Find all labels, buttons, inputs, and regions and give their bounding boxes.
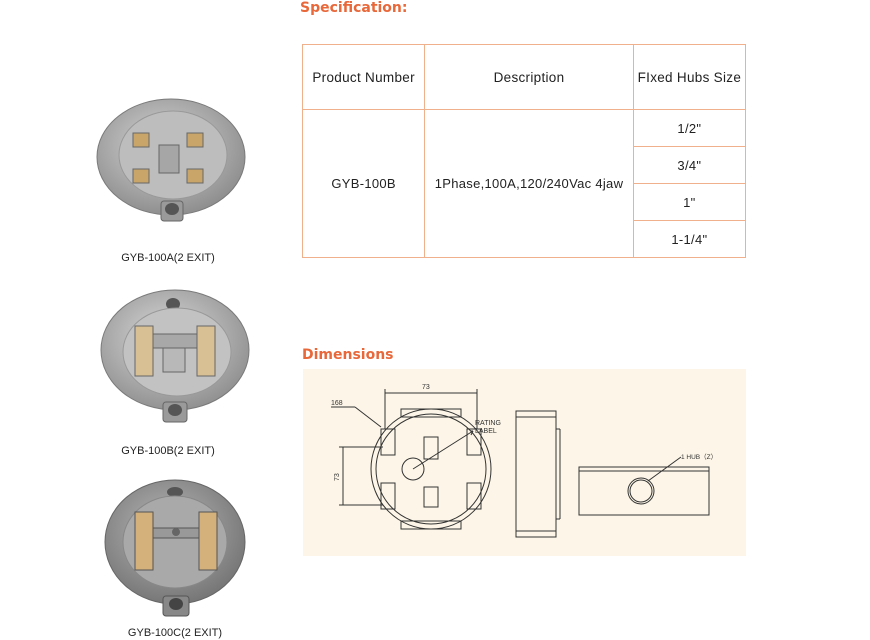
cell-description: 1Phase,100A,120/240Vac 4jaw (424, 109, 634, 258)
bottom-view-drawing (578, 456, 710, 516)
cell-hub-size: 1-1/4" (632, 220, 747, 258)
product-caption-a: GYB-100A(2 EXIT) (121, 252, 215, 264)
diameter-label: 168 (331, 400, 343, 407)
dimensions-title: Dimensions (302, 347, 394, 363)
meter-socket-a-image (96, 98, 246, 222)
table-row: 1-1/4" (303, 220, 747, 258)
dimensions-drawing: 73 73 168 RATING LABEL 1 HUB（Z） (331, 384, 717, 538)
header-hubs-size: FIxed Hubs Size (632, 44, 747, 110)
cell-product-number: GYB-100B (301, 109, 426, 258)
dimensions-panel: 73 73 168 RATING LABEL 1 HUB（Z） (303, 369, 746, 556)
product-caption-c: GYB-100C(2 EXIT) (127, 627, 223, 639)
table-row: 3/4" (303, 146, 747, 184)
meter-socket-b-image (100, 289, 250, 423)
header-description: Description (424, 44, 634, 110)
specification-table: Product Number Description FIxed Hubs Si… (301, 44, 747, 258)
product-caption-b: GYB-100B(2 EXIT) (121, 445, 215, 457)
cell-hub-size: 1" (632, 183, 747, 221)
height-label: 73 (334, 473, 341, 481)
rating-label-line1: RATING (475, 420, 501, 427)
table-row: GYB-100B 1Phase,100A,120/240Vac 4jaw 1/2… (301, 109, 747, 258)
rating-label-line2: LABEL (475, 428, 497, 435)
cell-hub-size: 1/2" (632, 109, 747, 147)
front-view-drawing (331, 389, 492, 530)
table-header-row: Product Number Description FIxed Hubs Si… (301, 44, 747, 110)
specification-title: Specification: (300, 0, 408, 16)
header-product-number: Product Number (301, 44, 426, 110)
meter-socket-c-image (104, 479, 246, 617)
cell-hub-size: 3/4" (632, 146, 747, 184)
table-row: 1" (303, 183, 747, 221)
hub-label: 1 HUB（Z） (681, 453, 717, 461)
side-view-drawing (515, 410, 561, 538)
width-label: 73 (422, 384, 430, 391)
